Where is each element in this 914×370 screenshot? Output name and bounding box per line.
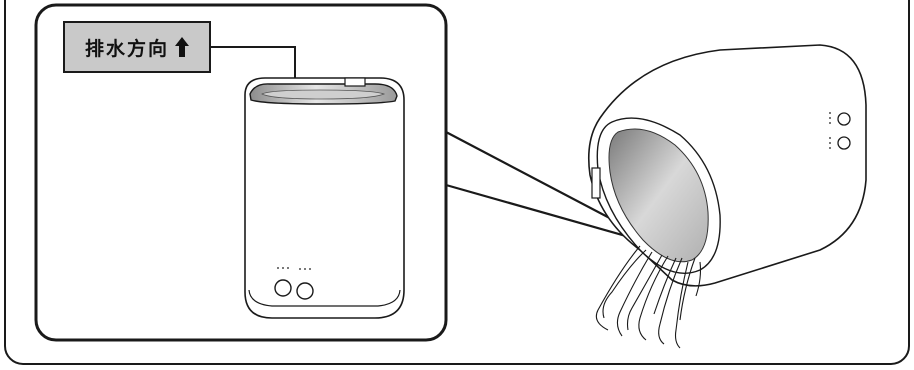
up-arrow-icon bbox=[175, 37, 189, 57]
drain-direction-label: 排水方向 bbox=[63, 21, 211, 73]
water-stream bbox=[595, 245, 702, 349]
callout-line bbox=[211, 46, 296, 85]
power-button bbox=[274, 279, 292, 297]
tilted-power-button bbox=[837, 112, 851, 126]
tilted-device bbox=[587, 44, 867, 287]
upright-device bbox=[244, 77, 405, 319]
mode-button bbox=[296, 282, 314, 300]
tilted-mode-button bbox=[837, 136, 851, 150]
drain-direction-text: 排水方向 bbox=[84, 37, 169, 60]
outer-frame bbox=[4, 0, 910, 365]
